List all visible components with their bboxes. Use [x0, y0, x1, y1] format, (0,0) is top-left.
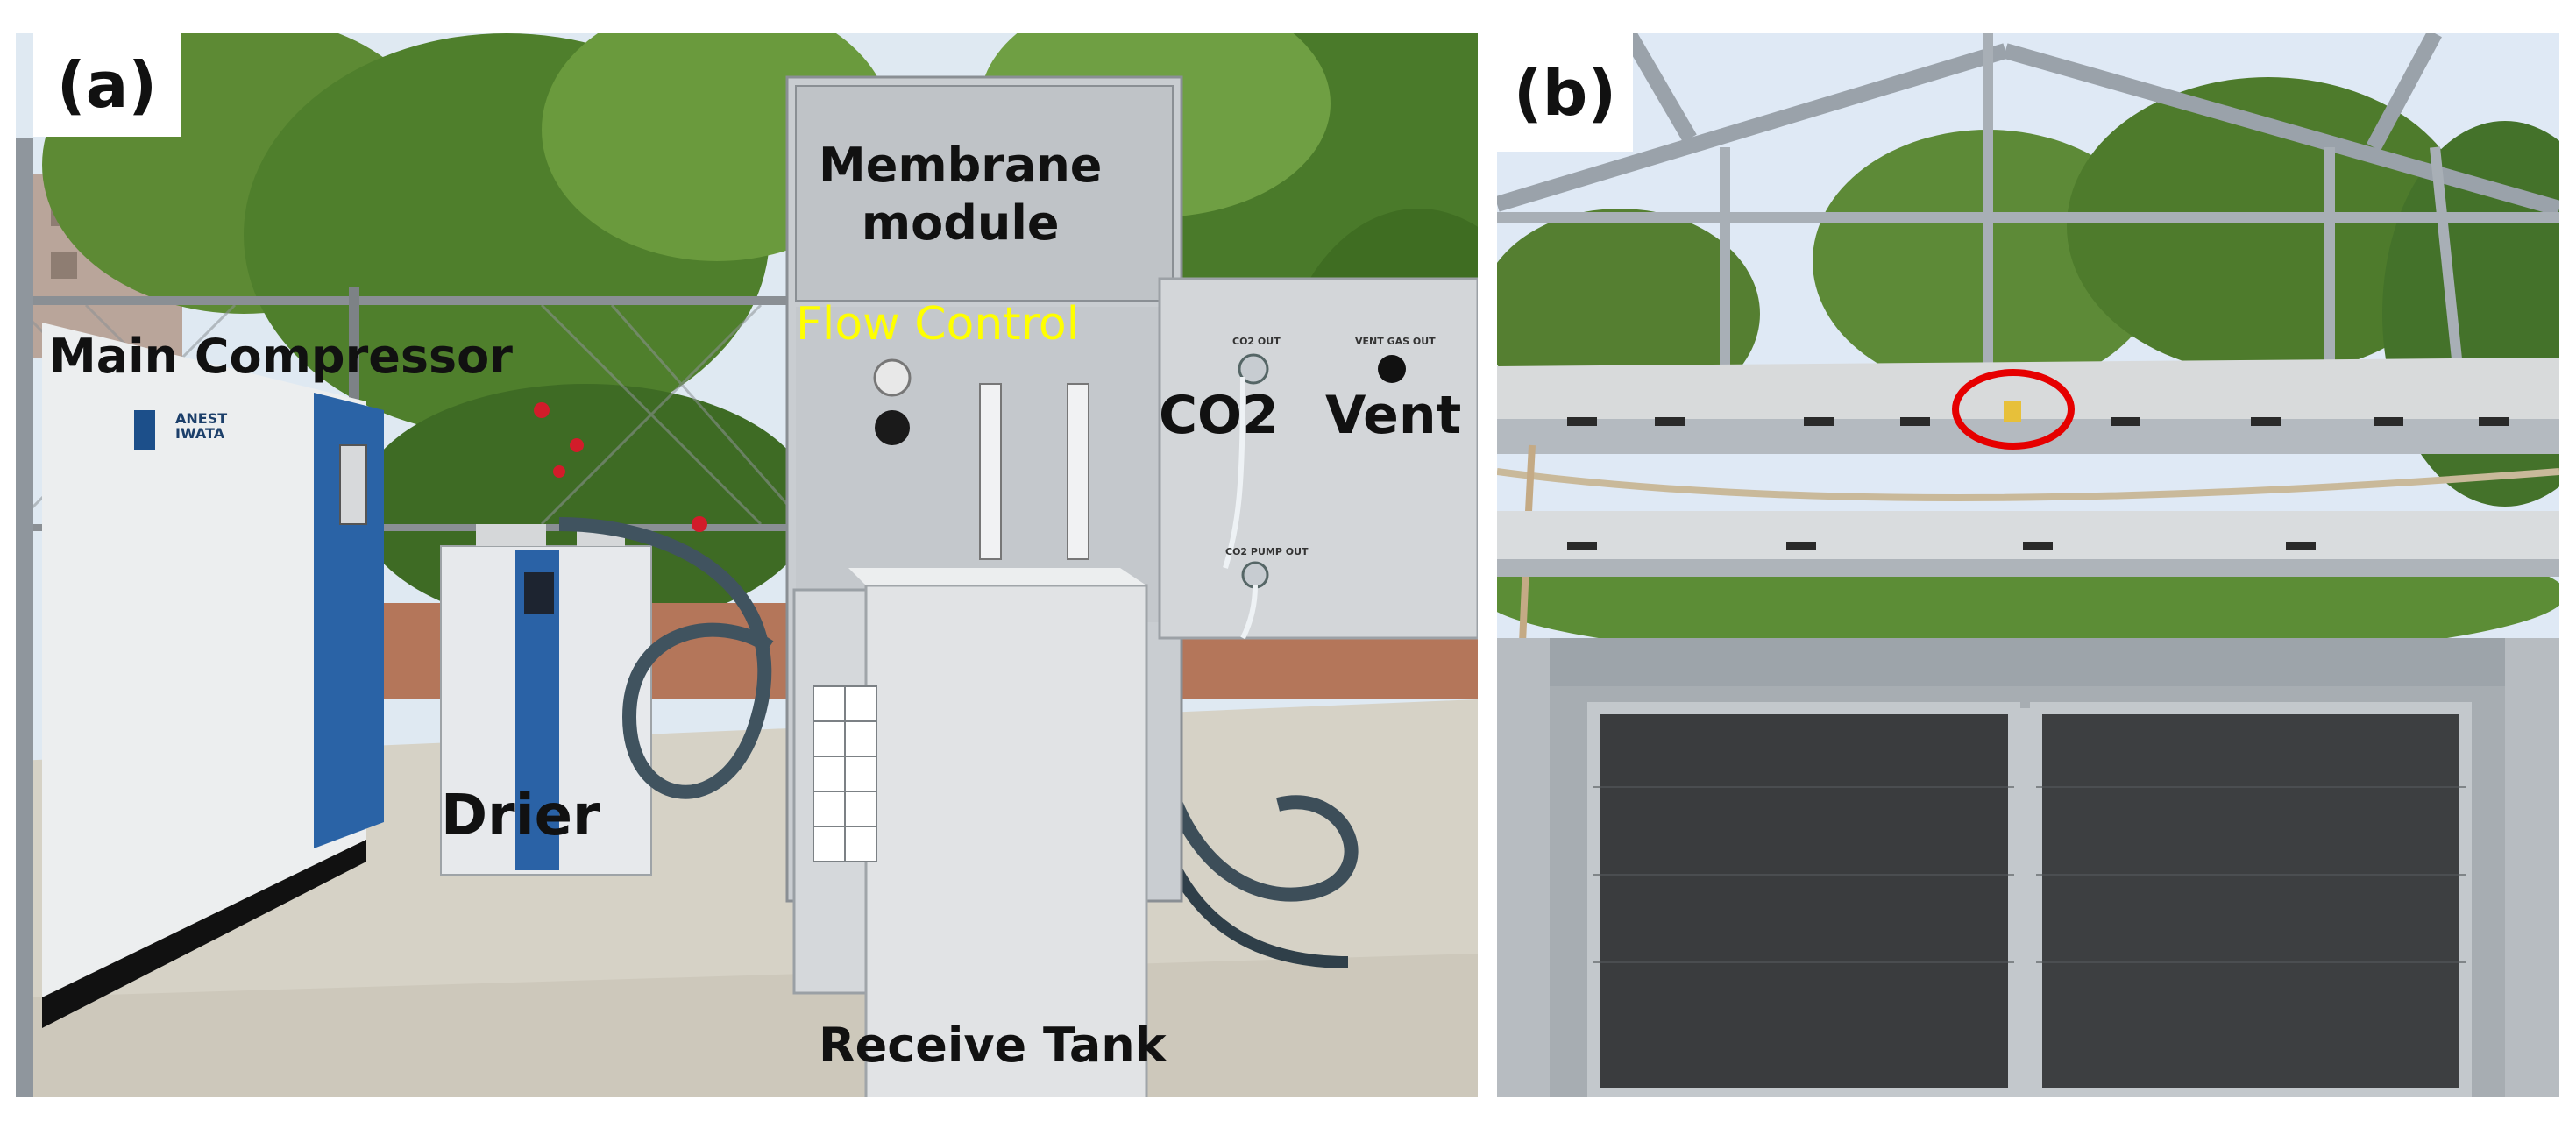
panel-plate-co2-out-label: CO2 OUT: [1232, 336, 1281, 347]
panel-plate-vent-gas-out-label: VENT GAS OUT: [1355, 336, 1436, 347]
panel-b-scene: [1497, 33, 2559, 1097]
vent-label: Vent: [1325, 385, 1462, 446]
receive-tank-label: Receive Tank: [819, 1018, 1167, 1073]
compressor-brand-logo: ANEST IWATA: [175, 410, 228, 442]
main-compressor-label: Main Compressor: [49, 329, 513, 384]
flow-control-label: Flow Control: [796, 298, 1080, 351]
panel-plate-co2-pump-out-label: CO2 PUMP OUT: [1225, 546, 1309, 557]
co2-label: CO2: [1159, 385, 1279, 446]
panel-a-scene: [16, 33, 1478, 1097]
panel-a-photo: CO2 OUT VENT GAS OUT CO2 PUMP OUT ANEST …: [16, 33, 1478, 1097]
drier-label: Drier: [441, 784, 600, 848]
membrane-module-label: Membrane module: [819, 138, 1103, 251]
sensor-highlight-circle: [1952, 369, 2075, 450]
panel-b-label: (b): [1497, 33, 1633, 152]
panel-a-label: (a): [33, 33, 181, 137]
panel-b-photo: [1497, 33, 2559, 1097]
